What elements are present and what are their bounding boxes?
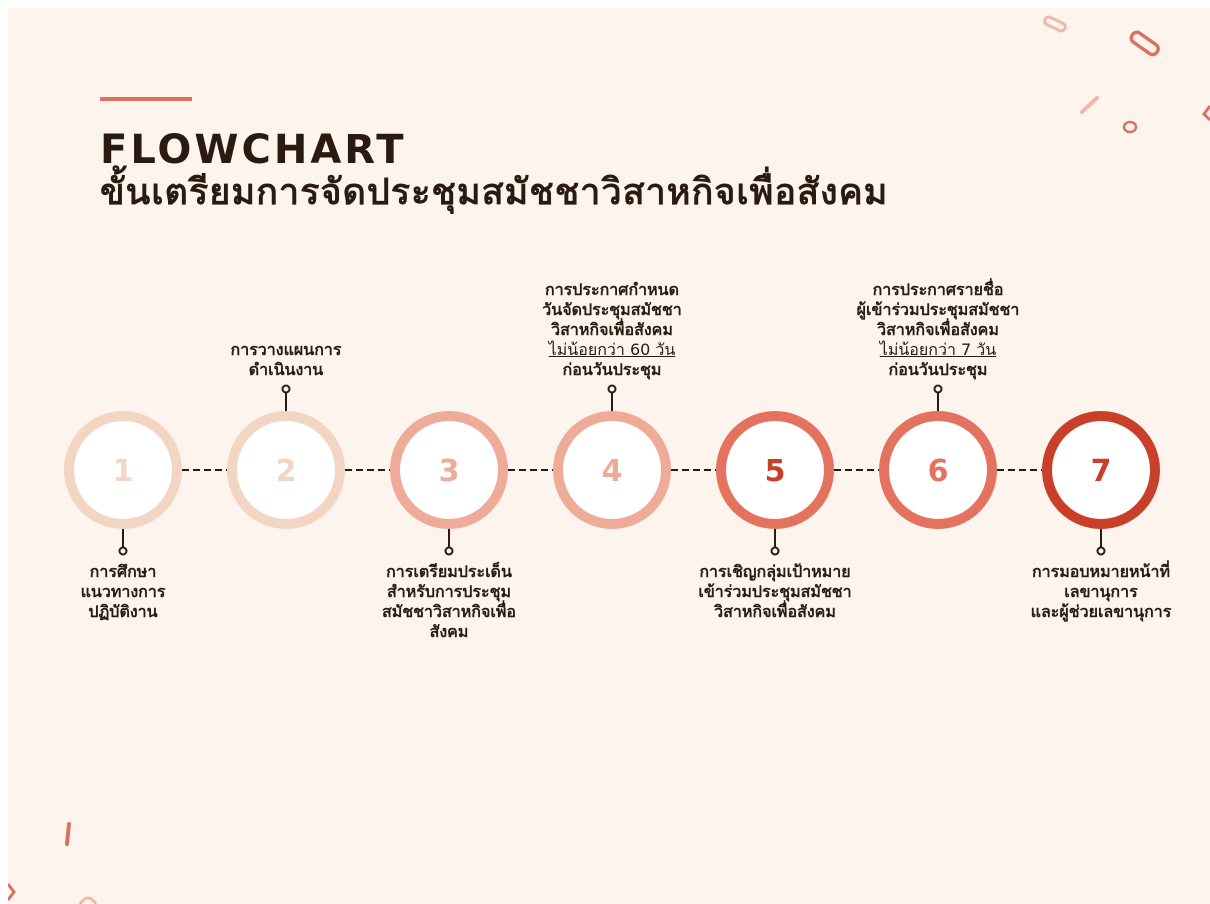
step-4-label: การประกาศกำหนดวันจัดประชุมสมัชชาวิสาหกิจ… — [542, 280, 681, 380]
label-line: การประกาศกำหนด — [545, 280, 679, 299]
step-circle — [879, 411, 997, 529]
step-number: 2 — [276, 454, 297, 489]
step-circle — [390, 411, 508, 529]
step-pin — [444, 546, 454, 556]
step-number: 5 — [765, 454, 786, 489]
step-number: 3 — [439, 454, 460, 489]
step-circle — [553, 411, 671, 529]
step-number: 7 — [1091, 454, 1112, 489]
step-2-label: การวางแผนการดำเนินงาน — [231, 340, 342, 380]
label-line: วิสาหกิจเพื่อสังคม — [877, 320, 999, 339]
step-circle — [227, 411, 345, 529]
confetti-piece — [1122, 120, 1138, 134]
label-line: การประกาศรายชื่อ — [872, 280, 1004, 299]
label-line: สังคม — [429, 622, 469, 641]
confetti-piece — [1080, 96, 1099, 114]
step-circle — [1042, 411, 1160, 529]
step-5-label: การเชิญกลุ่มเป้าหมายเข้าร่วมประชุมสมัชชา… — [698, 562, 851, 622]
step-pin — [607, 384, 617, 394]
confetti-piece — [78, 896, 98, 904]
label-line: เลขานุการ — [1064, 582, 1138, 601]
label-line: วิสาหกิจเพื่อสังคม — [551, 320, 673, 339]
confetti-piece — [8, 883, 16, 901]
step-pin — [770, 546, 780, 556]
label-line: ก่อนวันประชุม — [562, 360, 662, 379]
label-line: สำหรับการประชุม — [386, 582, 512, 601]
step-circle — [64, 411, 182, 529]
step-pin — [1096, 546, 1106, 556]
label-deadline: ไม่น้อยกว่า 60 วัน — [548, 340, 676, 359]
label-line: วันจัดประชุมสมัชชา — [542, 300, 682, 319]
step-circle — [716, 411, 834, 529]
step-1-label: การศึกษาแนวทางการปฏิบัติงาน — [81, 562, 166, 622]
step-7: 7 — [1042, 411, 1160, 556]
step-number: 1 — [113, 454, 134, 489]
step-4: 4 — [553, 384, 671, 529]
label-line: และผู้ช่วยเลขานุการ — [1030, 602, 1172, 621]
step-number: 6 — [928, 454, 949, 489]
label-line: แนวทางการ — [80, 582, 166, 601]
step-pin — [933, 384, 943, 394]
label-line: ก่อนวันประชุม — [888, 360, 988, 379]
label-deadline: ไม่น้อยกว่า 7 วัน — [879, 340, 997, 359]
step-3: 3 — [390, 411, 508, 556]
step-7-label: การมอบหมายหน้าที่เลขานุการและผู้ช่วยเลขา… — [1031, 562, 1172, 622]
step-2: 2 — [227, 384, 345, 529]
step-6: 6 — [879, 384, 997, 529]
page-title: FLOWCHART ขั้นเตรียมการจัดประชุมสมัชชาวิ… — [100, 128, 888, 213]
confetti-piece — [1043, 15, 1067, 33]
title-line-1: FLOWCHART — [100, 127, 407, 173]
confetti-piece — [1202, 105, 1210, 122]
step-number: 4 — [602, 454, 623, 489]
label-line: เข้าร่วมประชุมสมัชชา — [698, 582, 852, 601]
step-pin — [281, 384, 291, 394]
title-line-2: ขั้นเตรียมการจัดประชุมสมัชชาวิสาหกิจเพื่… — [100, 171, 889, 213]
confetti-decoration — [8, 15, 1210, 904]
confetti-piece — [1129, 30, 1160, 57]
flowchart-diagram: 1 2 3 4 5 6 7 — [64, 384, 1160, 556]
label-line: วิสาหกิจเพื่อสังคม — [714, 602, 836, 621]
step-5: 5 — [716, 411, 834, 556]
title-accent-line — [100, 97, 192, 101]
step-pin — [118, 546, 128, 556]
label-line: การเตรียมประเด็น — [386, 562, 512, 581]
label-line: ปฏิบัติงาน — [88, 602, 158, 621]
confetti-piece — [65, 822, 71, 846]
step-1: 1 — [64, 411, 182, 556]
label-line: ผู้เข้าร่วมประชุมสมัชชา — [856, 300, 1020, 319]
step-3-label: การเตรียมประเด็นสำหรับการประชุมสมัชชาวิส… — [382, 562, 516, 642]
flowchart-canvas: FLOWCHART ขั้นเตรียมการจัดประชุมสมัชชาวิ… — [8, 8, 1210, 904]
label-line: การศึกษา — [89, 562, 157, 581]
label-line: สมัชชาวิสาหกิจเพื่อ — [382, 602, 516, 621]
step-6-label: การประกาศรายชื่อผู้เข้าร่วมประชุมสมัชชาว… — [857, 280, 1020, 380]
label-line: การเชิญกลุ่มเป้าหมาย — [699, 562, 851, 581]
label-line: ดำเนินงาน — [248, 360, 324, 379]
label-line: การวางแผนการ — [230, 340, 342, 359]
label-line: การมอบหมายหน้าที่ — [1031, 562, 1171, 581]
